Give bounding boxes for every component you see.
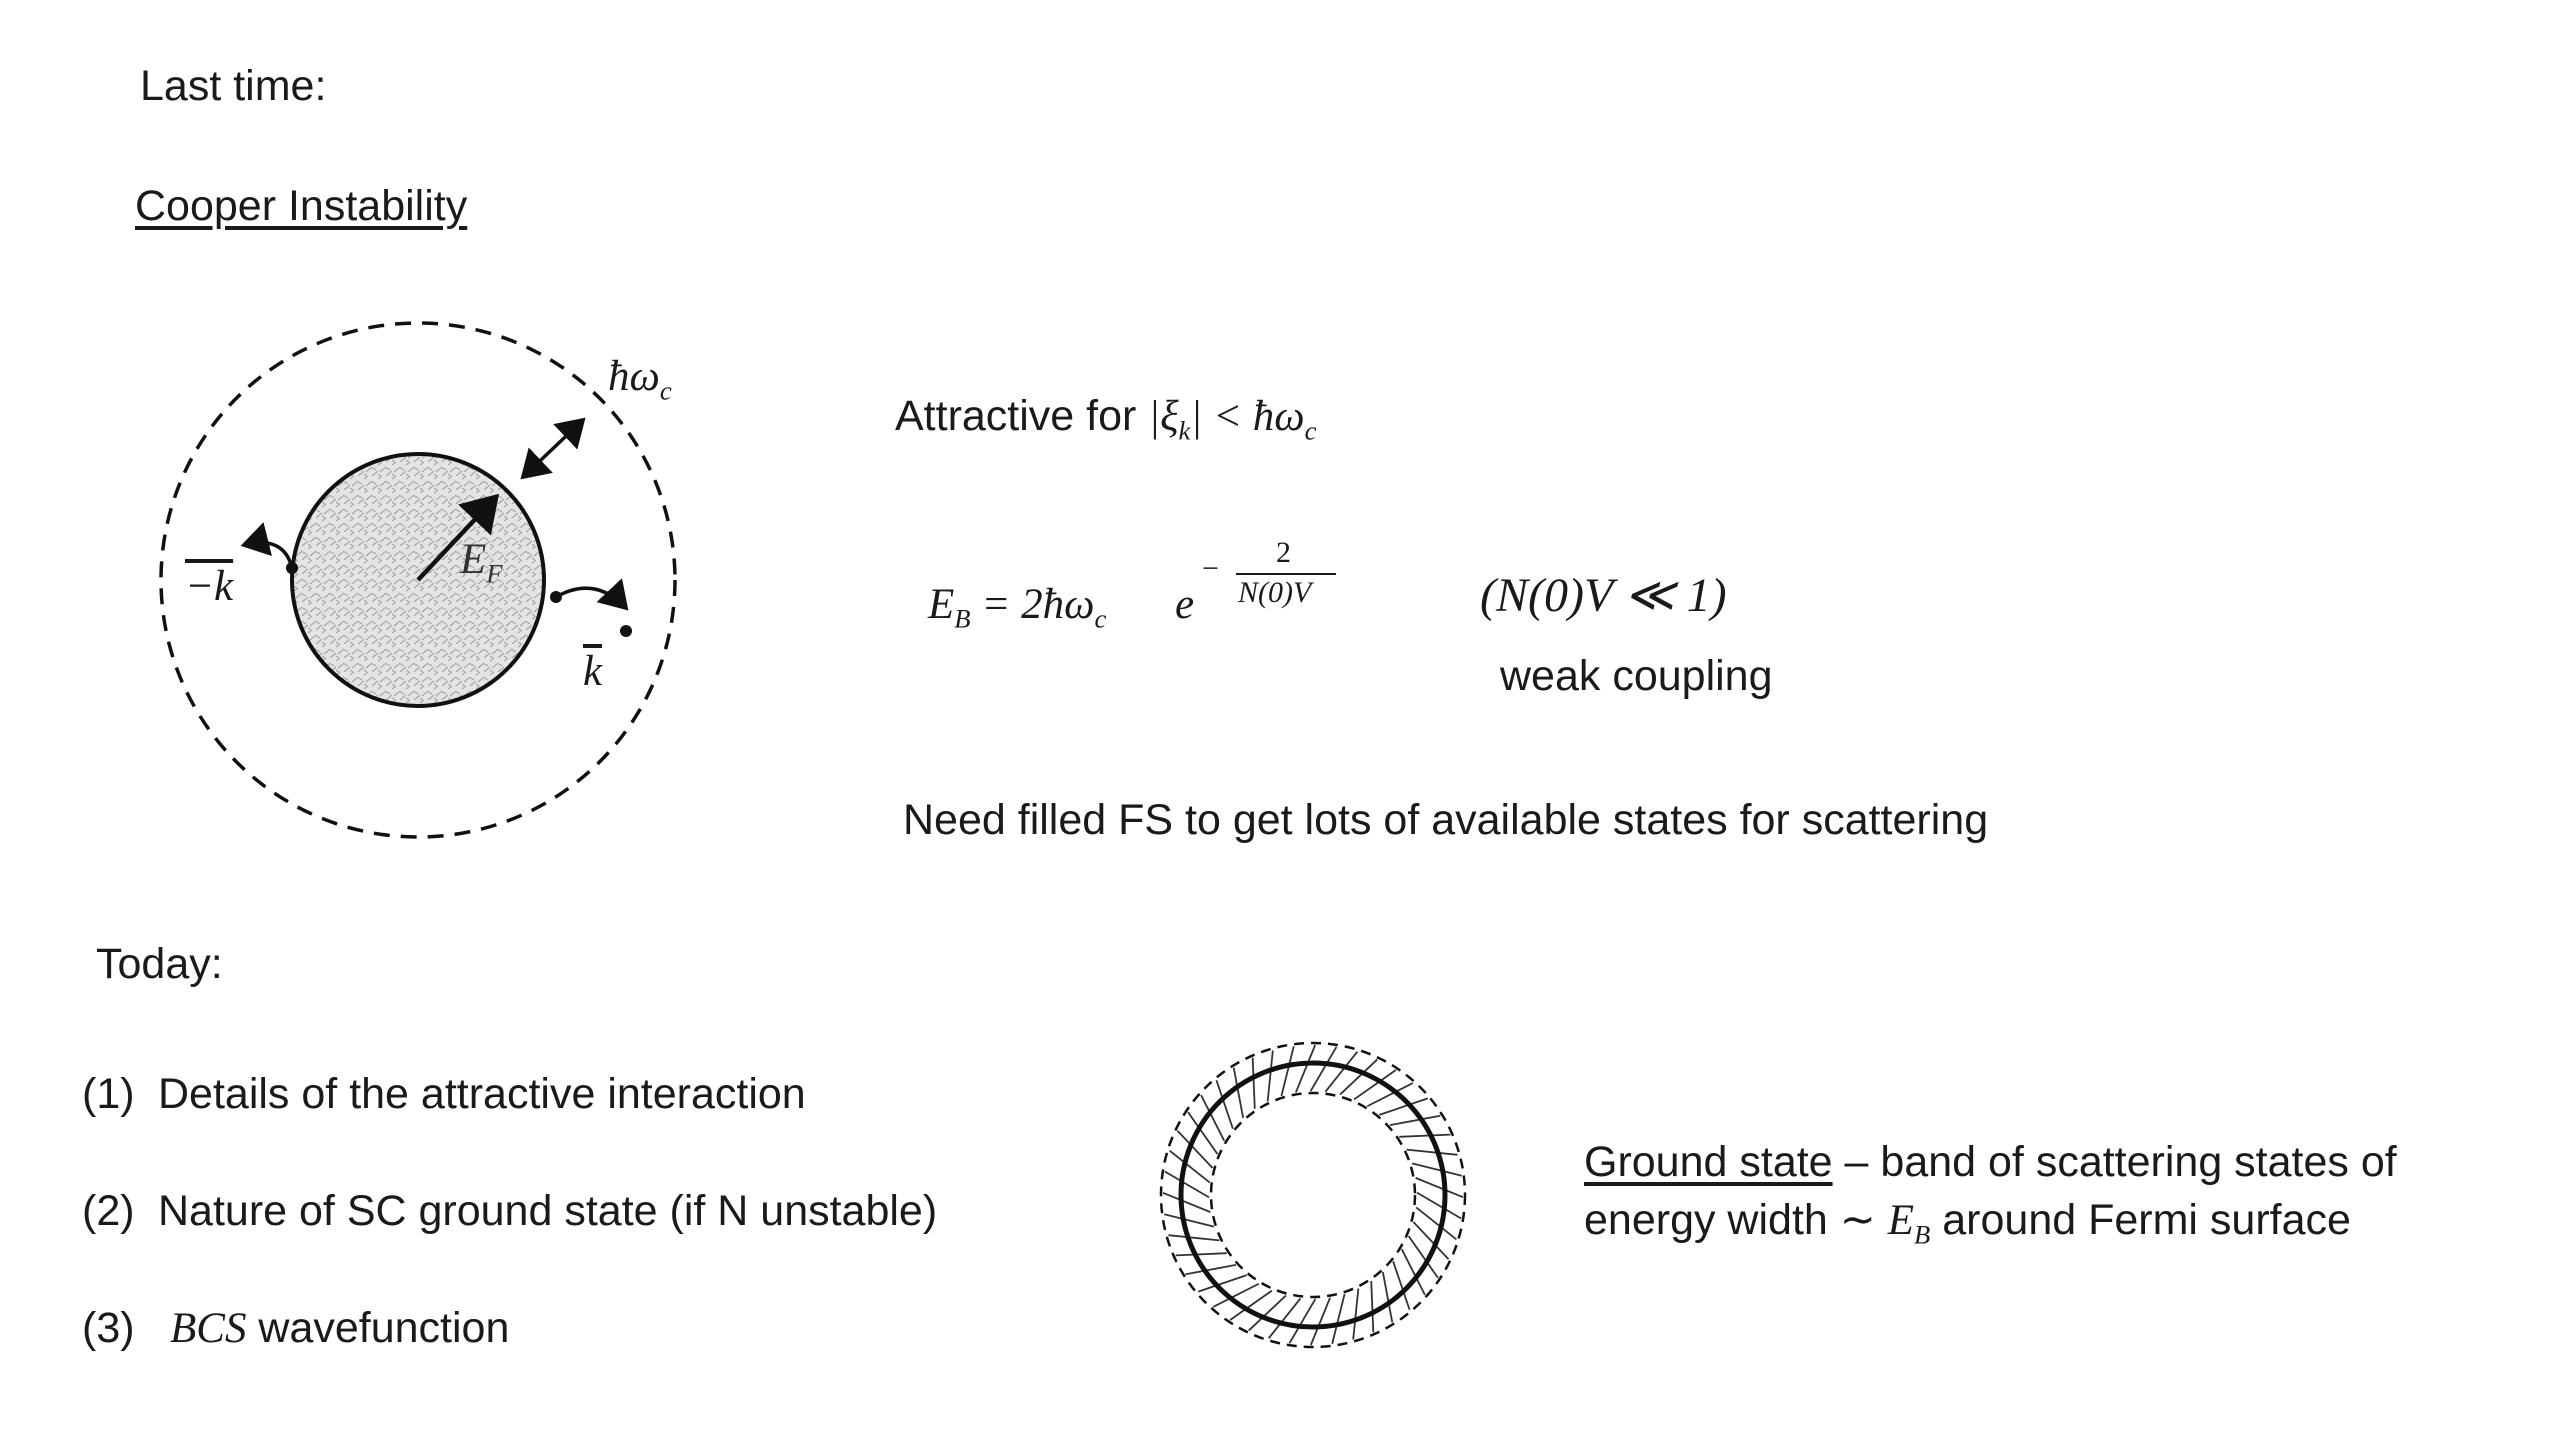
shell-tick xyxy=(1352,1288,1360,1340)
list-item: (3) BCS wavefunction xyxy=(82,1304,509,1353)
shell-tick xyxy=(1200,1094,1226,1142)
shell-tick xyxy=(1164,1170,1210,1199)
shell-tick xyxy=(1229,1289,1273,1321)
fermi-sphere-diagram xyxy=(159,321,677,839)
shell-tick xyxy=(1381,1271,1394,1323)
minus-k-scatter-arrow xyxy=(240,522,294,569)
inner-band-dashed xyxy=(1209,1091,1417,1299)
outer-shell-dashed xyxy=(159,321,677,839)
ground-state-line2: energy width ∼ EB around Fermi surface xyxy=(1584,1196,2351,1250)
shell-tick xyxy=(1310,1297,1331,1346)
minus-k-label: −k xyxy=(185,563,234,610)
shell-tick xyxy=(1331,1293,1346,1344)
list-item-number: (3) xyxy=(82,1304,135,1352)
shell-tick xyxy=(1251,1057,1256,1109)
shell-tick xyxy=(1379,1097,1429,1116)
list-item: (2) Nature of SC ground state (if N unsta… xyxy=(82,1187,937,1236)
shell-tick xyxy=(1169,1149,1211,1184)
shell-tick xyxy=(1400,1248,1426,1296)
shell-tick xyxy=(1415,1206,1457,1241)
shell-tick xyxy=(1392,1261,1411,1311)
shell-tick xyxy=(1248,1294,1287,1332)
shell-tick xyxy=(1295,1044,1316,1093)
ground-state-term: Ground state xyxy=(1584,1138,1833,1186)
exp-sign: − xyxy=(1200,552,1221,585)
exp-fraction-bar xyxy=(1236,573,1336,575)
k-scatter-arrow xyxy=(555,578,629,611)
attractive-prefix: Attractive for xyxy=(895,392,1149,440)
shell-tick xyxy=(1339,1058,1378,1096)
list-item: (1) Details of the attractive interaction xyxy=(82,1070,806,1119)
eb-math: EB xyxy=(1887,1197,1931,1250)
shell-tick xyxy=(1175,1252,1227,1257)
shell-tick xyxy=(1266,1050,1274,1102)
k-final-dot xyxy=(620,625,632,637)
fermi-surface-ring xyxy=(1178,1060,1448,1330)
list-item-text: wavefunction xyxy=(246,1304,510,1352)
k-label: k xyxy=(583,648,603,695)
shell-tick xyxy=(1416,1191,1462,1220)
last-time-heading: Last time: xyxy=(140,62,327,110)
shell-tick xyxy=(1407,1235,1439,1279)
shell-tick xyxy=(1406,1148,1458,1156)
cutoff-label: ħωc xyxy=(608,353,672,406)
need-filled-note: Need filled FS to get lots of available … xyxy=(903,796,1989,844)
scattering-shell-diagram xyxy=(1159,1041,1467,1349)
shell-tick xyxy=(1309,1046,1338,1092)
ground-state-line1: Ground state – band of scattering states… xyxy=(1584,1138,2397,1186)
shell-tick xyxy=(1176,1130,1214,1169)
shell-tick xyxy=(1267,1297,1302,1339)
shell-tick xyxy=(1185,1263,1237,1276)
list-item-text: Nature of SC ground state (if N unstable… xyxy=(158,1187,938,1235)
shell-tick xyxy=(1415,1177,1464,1198)
shell-tick xyxy=(1187,1111,1219,1155)
attractive-condition: Attractive for |ξk| < ħωc xyxy=(895,392,1316,446)
shell-hatch-ticks xyxy=(1162,1044,1464,1346)
shell-tick xyxy=(1288,1298,1317,1344)
shell-tick xyxy=(1162,1192,1211,1213)
shell-tick xyxy=(1168,1234,1220,1242)
shell-tick xyxy=(1215,1079,1234,1129)
shell-tick xyxy=(1353,1069,1397,1101)
shell-tick xyxy=(1324,1051,1359,1093)
shell-tick xyxy=(1399,1133,1451,1138)
shell-tick xyxy=(1212,1282,1260,1308)
fermi-radius-arrow xyxy=(416,493,500,582)
exp-base: e xyxy=(1175,581,1195,628)
exp-numerator: 2 xyxy=(1276,536,1291,569)
list-item-text: Details of the attractive interaction xyxy=(158,1070,806,1118)
shell-tick xyxy=(1411,1162,1462,1177)
cooper-instability-heading: Cooper Instability xyxy=(135,182,468,230)
exp-denominator: N(0)V xyxy=(1238,576,1312,609)
shell-tick xyxy=(1232,1067,1245,1119)
attractive-math: |ξk| < ħωc xyxy=(1148,393,1317,446)
shell-tick xyxy=(1366,1082,1414,1108)
outer-band-dashed xyxy=(1159,1041,1467,1349)
weak-coupling-caption: weak coupling xyxy=(1500,652,1773,700)
shell-tick xyxy=(1389,1114,1441,1127)
today-heading: Today: xyxy=(96,940,223,988)
weak-coupling-condition: (N(0)V ≪ 1) xyxy=(1480,569,1727,622)
list-item-number: (1) xyxy=(82,1070,135,1118)
cutoff-width-arrow xyxy=(520,417,586,480)
shell-tick xyxy=(1280,1046,1295,1097)
bcs-math: BCS xyxy=(170,1305,247,1352)
fermi-energy-label: EF xyxy=(460,536,503,589)
shell-tick xyxy=(1412,1221,1450,1260)
shell-tick xyxy=(1197,1274,1247,1293)
list-item-number: (2) xyxy=(82,1187,135,1235)
shell-tick xyxy=(1164,1213,1215,1228)
binding-energy-formula: EB = 2ħωc xyxy=(928,581,1107,634)
shell-tick xyxy=(1370,1281,1375,1333)
